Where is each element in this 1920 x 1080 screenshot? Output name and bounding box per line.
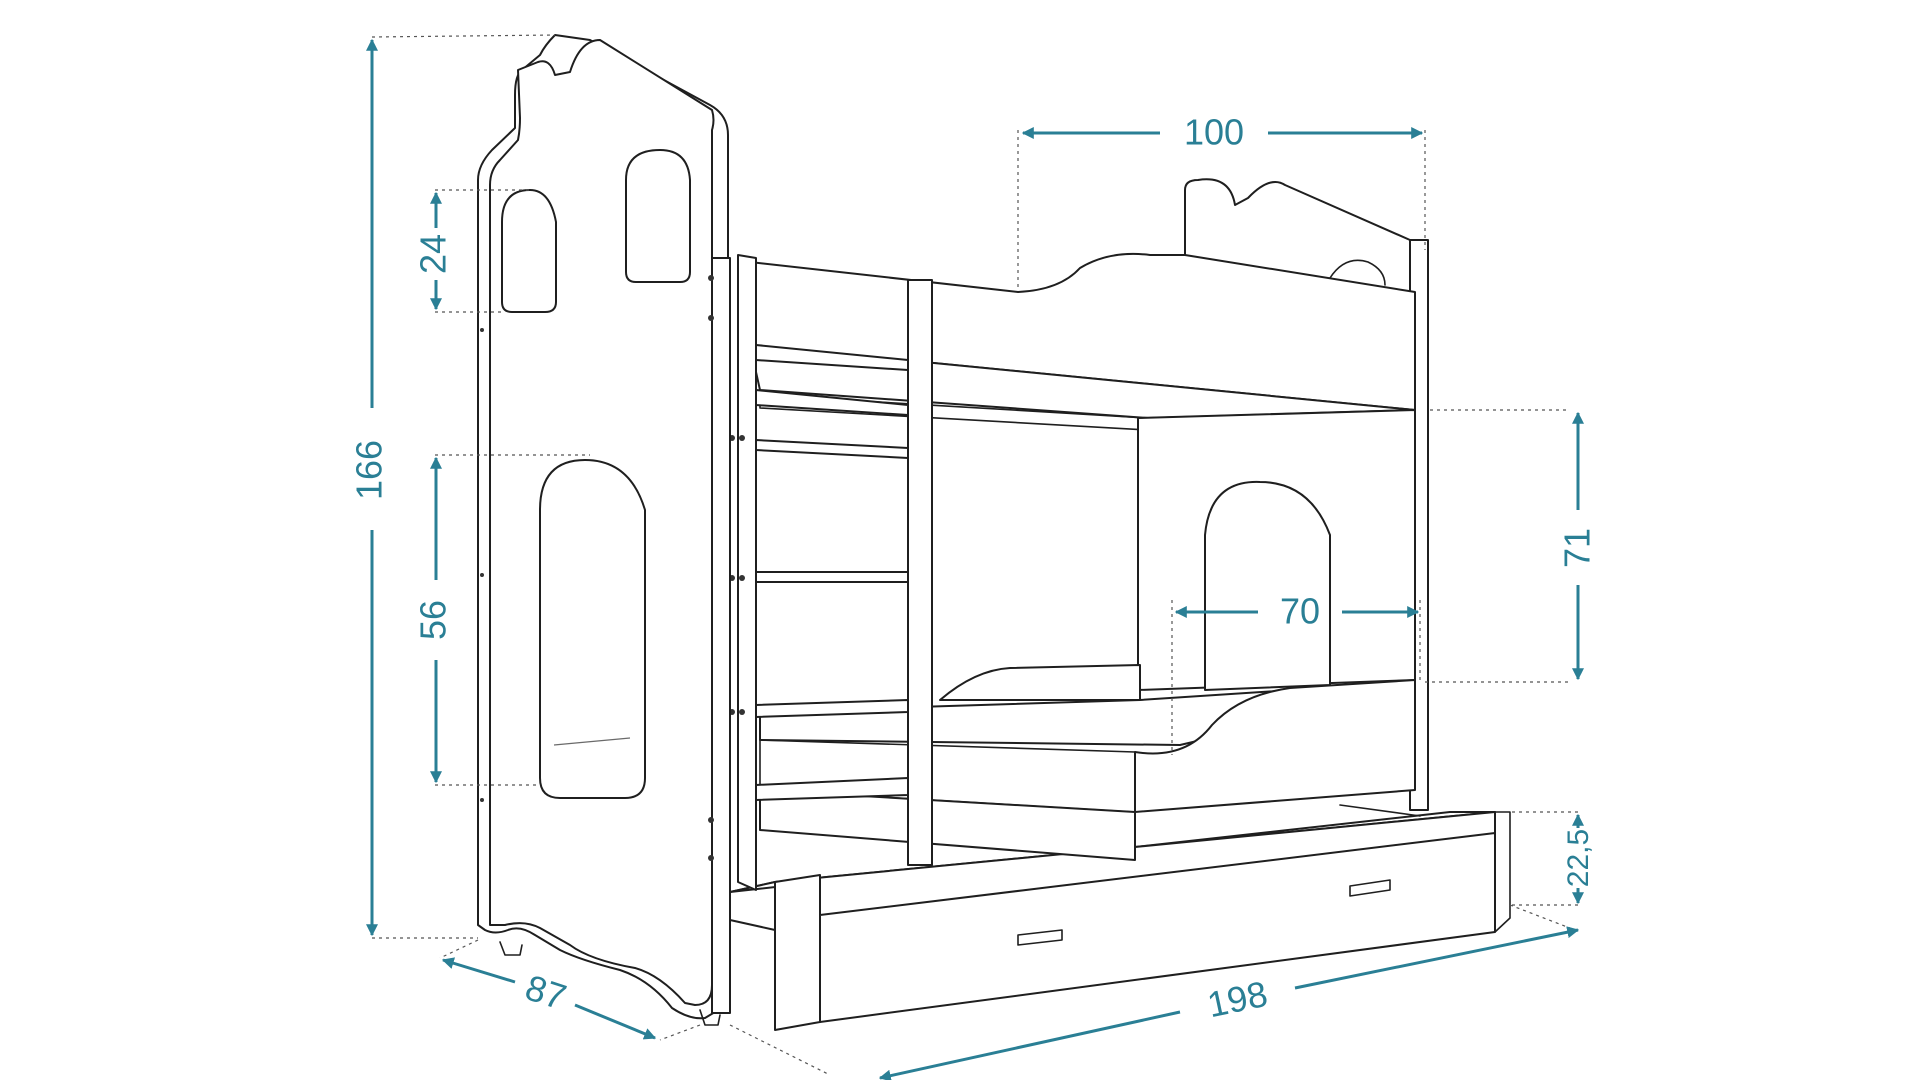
dim-198-right: [1294, 926, 1580, 990]
label-lower-clearance: 71: [1557, 528, 1598, 568]
dim-198-left: [878, 1010, 1181, 1080]
ext-depth-right: [659, 1024, 701, 1041]
lower-rear-window: [1204, 480, 1331, 691]
label-lower-window: 56: [413, 600, 454, 640]
ext-top: [371, 34, 556, 38]
dimension-lines: [366, 38, 1584, 1080]
dim-87-right: [574, 1003, 657, 1040]
bolt-icon: [480, 328, 484, 332]
drawer-handle-right-icon: [1349, 879, 1391, 897]
bolt-icon: [708, 315, 714, 321]
rear-window-arch: [1329, 259, 1386, 286]
ext-length-left: [729, 1024, 831, 1076]
ladder: [729, 254, 933, 891]
ext-length-right: [1509, 904, 1576, 931]
ladder-rung-1: [755, 344, 909, 371]
drawer: [729, 804, 1511, 1031]
drawer-handle-left-icon: [1017, 929, 1063, 946]
bolt-icon: [739, 575, 745, 581]
bolt-icon: [739, 709, 745, 715]
label-total-height: 166: [349, 440, 390, 500]
castle-lower-window: [539, 459, 646, 799]
castle-upper-right-window: [625, 149, 691, 283]
ladder-right-post: [907, 279, 933, 866]
drawer-inner-edge: [1339, 804, 1421, 817]
ladder-left-post: [737, 254, 757, 891]
ext-depth-left: [439, 939, 479, 959]
dim-87-left: [441, 957, 516, 984]
label-length: 198: [1204, 973, 1271, 1026]
bolt-icon: [739, 435, 745, 441]
castle-foot-left: [499, 941, 523, 956]
lower-rear-wall: [1137, 409, 1416, 691]
lower-front-rail: [1134, 679, 1416, 813]
front-castle-panel: [477, 34, 731, 1026]
ladder-rung-5: [755, 699, 909, 718]
label-top-bed-width: 100: [1184, 112, 1244, 153]
bolt-icon: [708, 855, 714, 861]
castle-upper-left-window: [501, 189, 557, 313]
ladder-rung-3: [755, 439, 909, 459]
lower-bed-base: [759, 789, 1136, 861]
ladder-rung-6: [755, 777, 909, 801]
bolt-icon: [480, 573, 484, 577]
drawer-right-side: [1494, 811, 1511, 933]
lower-rear-rail: [939, 664, 1141, 701]
label-upper-window: 24: [413, 234, 454, 274]
label-drawer-height: 22,5: [1562, 829, 1595, 887]
castle-panel-post: [711, 257, 731, 1014]
ladder-rung-2: [755, 389, 909, 416]
ladder-rung-4: [755, 571, 909, 583]
castle-foot-right: [699, 1009, 721, 1026]
drawer-front-left-post: [774, 874, 821, 1031]
label-depth: 87: [521, 966, 572, 1017]
extension-lines: [371, 34, 1580, 1076]
bolt-icon: [708, 275, 714, 281]
bolt-icon: [708, 817, 714, 823]
label-lower-opening: 70: [1280, 591, 1320, 632]
bolt-icon: [480, 798, 484, 802]
castle-lower-window-inner: [553, 737, 631, 746]
